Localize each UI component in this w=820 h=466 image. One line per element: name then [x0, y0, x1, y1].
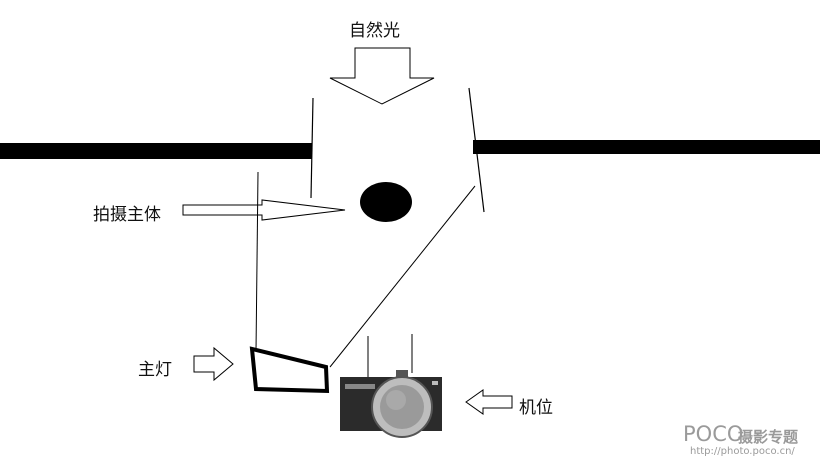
subject-label: 拍摄主体	[93, 205, 161, 225]
arrow-left-icon	[465, 389, 513, 415]
camera-icon	[340, 334, 442, 438]
watermark-url: http://photo.poco.cn/	[690, 446, 795, 457]
natural-light-label: 自然光	[349, 21, 400, 41]
watermark-logo: POCO	[683, 422, 744, 446]
subject-shape	[360, 182, 412, 222]
beam-line-vertical	[255, 171, 259, 353]
arrow-down-icon	[329, 47, 435, 105]
window-edge-left	[310, 97, 314, 199]
beam-line-diagonal	[329, 185, 476, 368]
light-icon	[249, 346, 330, 394]
arrow-right-icon	[182, 199, 346, 221]
main-light-label: 主灯	[138, 360, 172, 380]
wall-right	[473, 140, 820, 154]
window-edge-right	[468, 87, 485, 213]
arrow-right-icon-main-light	[193, 346, 234, 382]
watermark-title: 摄影专题	[738, 428, 799, 446]
wall-left	[0, 143, 312, 159]
camera-position-label: 机位	[519, 398, 553, 418]
